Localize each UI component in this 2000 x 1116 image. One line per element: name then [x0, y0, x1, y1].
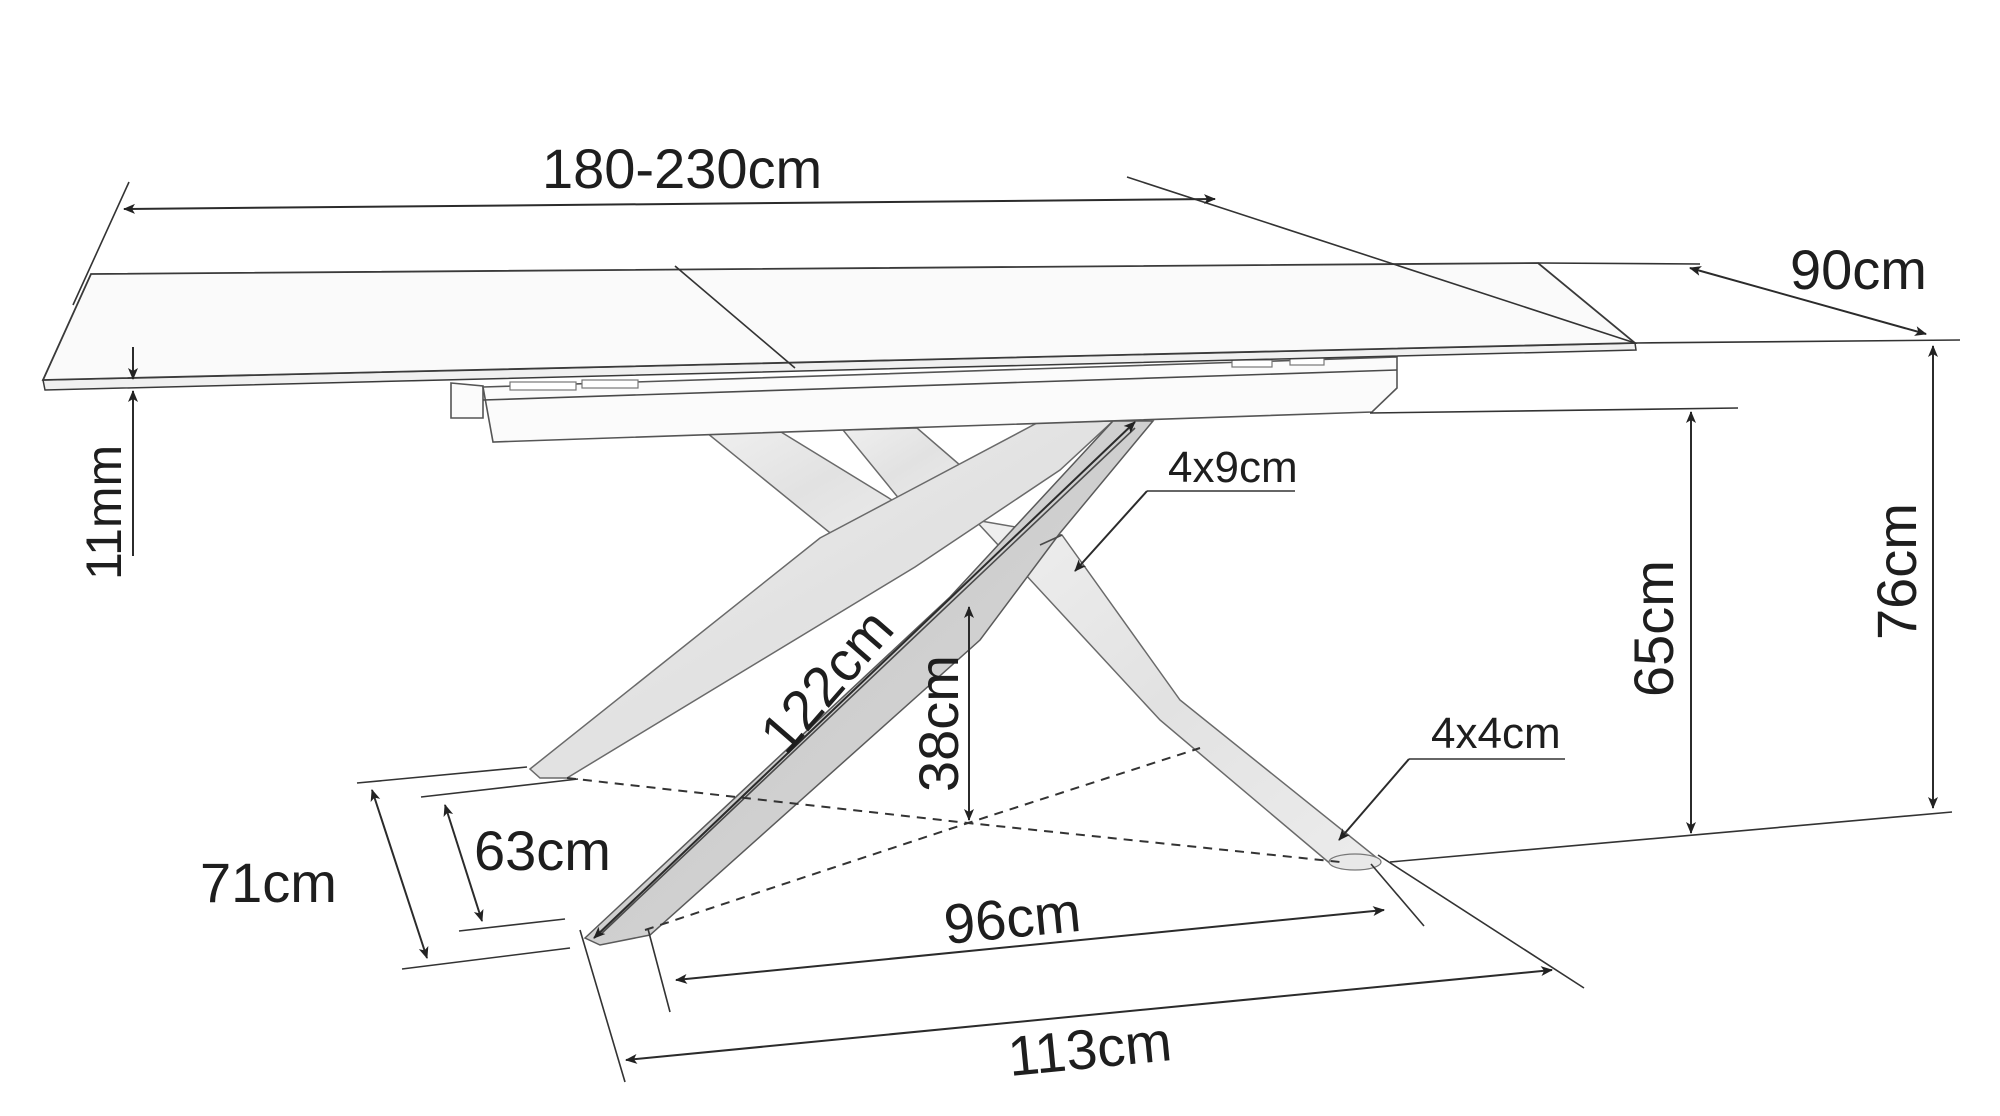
- frame-apron-groove: [482, 369, 1398, 401]
- base96-extension-right: [1370, 863, 1425, 927]
- leader-leg-foot: 4x4cm: [1338, 709, 1565, 841]
- leg-foot-leader-arrow: [1338, 758, 1410, 841]
- dashed-diagonal-2: [644, 747, 1201, 931]
- dimension-base-width: 96cm 113cm: [579, 854, 1585, 1088]
- leg-front-right: [972, 518, 1379, 869]
- dimension-top-thickness: 11mm: [76, 347, 138, 580]
- base71-extension-bottom: [401, 947, 571, 970]
- table-top: [41, 262, 1638, 391]
- foot-front-right: [1328, 853, 1382, 871]
- leg-foot-size-label: 4x4cm: [1431, 709, 1561, 758]
- base63-arrow: [443, 804, 484, 922]
- leg-length-arrow: [593, 421, 1136, 939]
- base71-arrow: [370, 789, 429, 959]
- dimension-heights: 65cm 76cm: [1369, 345, 1953, 863]
- base113-extension-right: [1377, 854, 1585, 989]
- base71-extension-top: [356, 766, 528, 784]
- table-frame: [450, 356, 1398, 443]
- base63-extension-top: [420, 778, 579, 798]
- depth-extension-back: [1537, 262, 1701, 265]
- floor-line: [1389, 811, 1953, 863]
- base96-extension-left: [647, 928, 671, 1013]
- length-extension-left: [72, 181, 130, 306]
- frame-slot-3: [1231, 359, 1273, 368]
- frame-slot-2: [581, 379, 639, 389]
- base113-extension-left: [579, 929, 626, 1083]
- frame-bracket-left: [450, 382, 484, 419]
- height65-label: 65cm: [1622, 560, 1685, 697]
- length-label: 180-230cm: [542, 137, 822, 200]
- table-top-extension-seam: [674, 265, 796, 369]
- base63-extension-bottom: [458, 918, 566, 932]
- dimension-crossing-height: 38cm: [566, 606, 1341, 931]
- depth-label: 90cm: [1790, 238, 1927, 301]
- base113-arrow: [625, 966, 1553, 1064]
- base96-label: 96cm: [941, 880, 1083, 956]
- dimension-depth: 90cm: [1537, 238, 1961, 344]
- crossing-height-label: 38cm: [907, 655, 970, 792]
- leg-top-size-label: 4x9cm: [1168, 443, 1298, 492]
- frame-slot-1: [509, 381, 577, 391]
- base71-label: 71cm: [200, 851, 337, 914]
- dimension-length: 180-230cm: [72, 137, 1636, 344]
- height65-extension-top: [1369, 407, 1739, 414]
- dimension-base-depth: 71cm 63cm: [200, 766, 611, 970]
- length-arrow: [123, 194, 1216, 214]
- depth-extension-front: [1634, 339, 1961, 344]
- thickness-label: 11mm: [76, 445, 132, 580]
- depth-arrow: [1689, 266, 1927, 336]
- height76-label: 76cm: [1865, 503, 1928, 640]
- base63-label: 63cm: [474, 819, 611, 882]
